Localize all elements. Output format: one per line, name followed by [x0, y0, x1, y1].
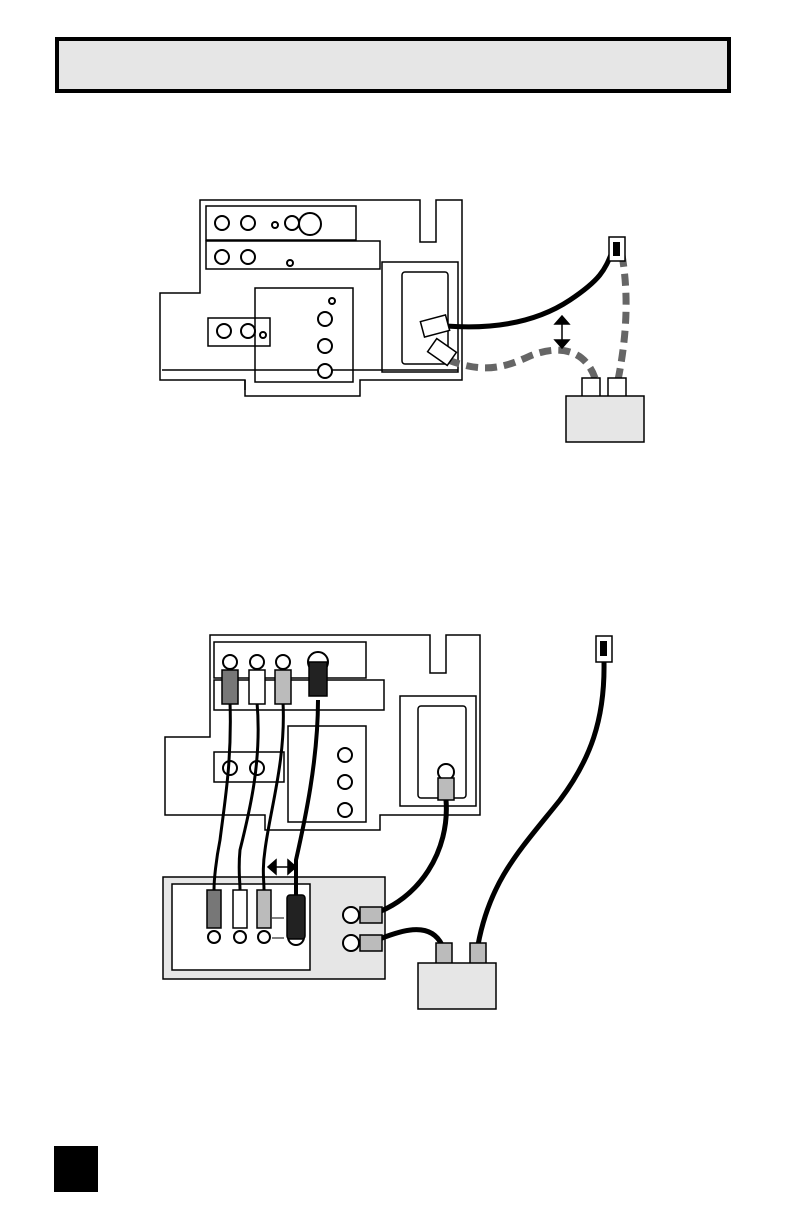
s-video-cable: [296, 700, 318, 895]
wall-outlet: [609, 237, 625, 261]
video-cable: [214, 702, 230, 890]
splitter-box: [566, 396, 644, 442]
splitter-box: [418, 963, 496, 1009]
header-box: [55, 37, 731, 93]
coax-wall-to-splitter: [478, 662, 604, 945]
double-arrow: [555, 316, 569, 348]
s-video-jack: [299, 213, 321, 235]
page-number-box: [54, 1146, 98, 1192]
antenna-connection-diagram: [150, 195, 660, 455]
wall-outlet: [596, 636, 612, 662]
double-arrow: [268, 860, 296, 874]
dashed-coax-cable-2: [618, 255, 626, 380]
av-jacks: [215, 213, 335, 378]
audio-left-cable: [239, 702, 258, 890]
solid-coax-cable: [446, 252, 612, 327]
vcr-connection-diagram: [160, 630, 640, 1015]
vcr-panel: [163, 877, 385, 979]
dashed-coax-cable-1: [448, 350, 595, 378]
